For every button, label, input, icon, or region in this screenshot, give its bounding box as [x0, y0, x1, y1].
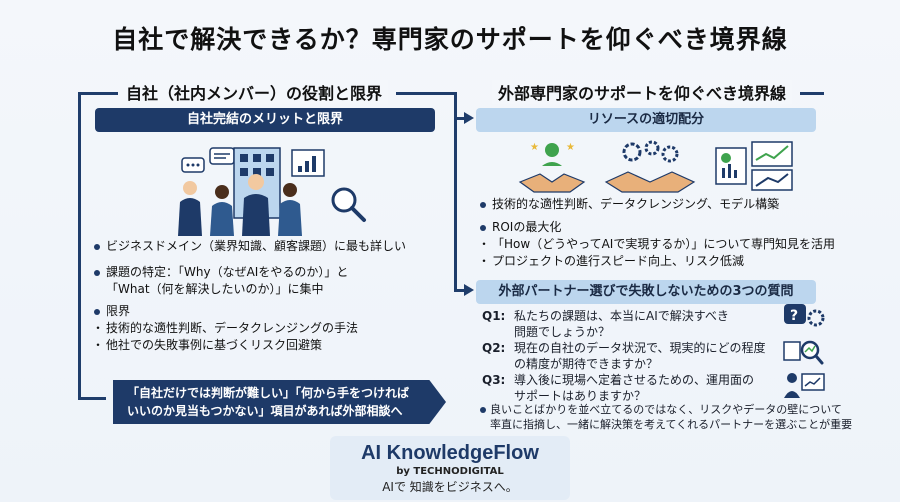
connector-left-top [78, 92, 118, 95]
chart-board-icon [291, 149, 325, 177]
callout-line1: 「自社だけでは判断が難しい」「何から手をつければ [127, 386, 410, 400]
connector-left-vertical [78, 92, 81, 400]
svg-text:★: ★ [530, 142, 539, 153]
partner-note: 良いことばかりを並べ立てるのではなく、リスクやデータの壁について 率直に指摘し、… [478, 402, 868, 432]
question-3-line2: サポートはありますか？ [514, 389, 647, 403]
speech-bubble-icon [181, 157, 205, 173]
left-callout: 「自社だけでは判断が難しい」「何から手をつければ いいのか見当もつかない」項目が… [113, 380, 446, 424]
right-bullets: 技術的な適性判断、データクレンジング、モデル構築 ROIの最大化 「How（どう… [478, 196, 858, 270]
brand-name: AI KnowledgeFlow [361, 442, 539, 464]
partner-note-line2: 率直に指摘し、一緒に解決策を考えてくれるパートナーを選ぶことが重要 [490, 418, 853, 431]
question-1-line2: 問題でしょうか？ [514, 325, 611, 339]
resource-illustrations: ★ ★ [518, 140, 793, 193]
connector-left-bottom [78, 397, 106, 400]
brand-tagline: AIで 知識をビジネスへ。 [382, 480, 518, 494]
page-title: 自社で解決できるか？専門家のサポートを仰ぐべき境界線 [112, 25, 788, 54]
arrow-right-band1 [464, 112, 474, 124]
right-band-questions: 外部パートナー選びで失敗しないための3つの質問 [476, 280, 816, 304]
question-gear-icon: ? [784, 304, 825, 327]
handshake-team-icon: ★ ★ [518, 142, 586, 193]
question-1-line1: 私たちの課題は、本当にAIで解決すべき [514, 309, 729, 323]
left-heading: 自社（社内メンバー）の役割と限界 [120, 80, 389, 104]
callout-line2: いいのか見当もつかない」項目があれば外部相談へ [127, 404, 403, 418]
business-people-icon [178, 174, 302, 236]
right-bullet-roi: ROIの最大化 [478, 219, 858, 236]
left-sub-risk: 他社での失敗事例に基づくリスク回避策 [92, 337, 452, 354]
svg-text:?: ? [790, 308, 798, 324]
left-bullet-limit: 限界 [92, 303, 452, 320]
support-monitor-icon [784, 373, 825, 398]
arrow-right-band2 [464, 284, 474, 296]
question-2: Q2: 現在の自社のデータ状況で、現実的にどの程度 の精度が期待できますか？ [482, 340, 782, 372]
question-3: Q3: 導入後に現場へ定着させるための、運用面の サポートはありますか？ [482, 372, 782, 404]
connector-right-top [800, 92, 824, 95]
question-3-label: Q3: [482, 373, 506, 387]
left-bullet-issue-cont: 「What（何を解決したいのか）」に集中 [106, 282, 324, 296]
connector-to-right-band1 [454, 117, 466, 120]
brand-by: by TECHNODIGITAL [396, 466, 504, 477]
left-bullet-issue: 課題の特定：「Why（なぜAIをやるのか）」と [92, 264, 452, 281]
brand-block: AI KnowledgeFlow by TECHNODIGITAL AIで 知識… [330, 436, 570, 500]
partner-note-line1: 良いことばかりを並べ立てるのではなく、リスクやデータの壁について [490, 403, 842, 416]
connector-left-right-top [396, 92, 454, 95]
chat-bubble-icon [209, 147, 235, 165]
question-2-line1: 現在の自社のデータ状況で、現実的にどの程度 [514, 341, 766, 355]
data-search-icon [783, 340, 824, 365]
question-3-line1: 導入後に現場へ定着させるための、運用面の [514, 373, 755, 387]
question-2-line2: の精度が期待できますか？ [514, 357, 659, 371]
right-sub-speed: プロジェクトの進行スピード向上、リスク低減 [478, 253, 858, 270]
connector-to-right-band2 [454, 289, 466, 292]
team-illustration [178, 147, 366, 236]
right-band-resources: リソースの適切配分 [476, 108, 816, 132]
left-sub-tech: 技術的な適性判断、データクレンジングの手法 [92, 320, 452, 337]
left-bullets: ビジネスドメイン（業界知識、顧客課題）に最も詳しい 課題の特定：「Why（なぜA… [92, 238, 452, 354]
left-band: 自社完結のメリットと限界 [95, 108, 435, 132]
question-2-label: Q2: [482, 341, 506, 355]
magnifier-icon [331, 187, 366, 222]
right-bullet-tech: 技術的な適性判断、データクレンジング、モデル構築 [478, 196, 858, 213]
question-1: Q1: 私たちの課題は、本当にAIで解決すべき 問題でしょうか？ [482, 308, 782, 340]
connector-middle-vertical [454, 92, 457, 292]
question-1-label: Q1: [482, 309, 506, 323]
gear-handshake-icon [604, 140, 696, 193]
left-bullet-domain: ビジネスドメイン（業界知識、顧客課題）に最も詳しい [92, 238, 452, 255]
building-icon [233, 147, 281, 219]
right-heading: 外部専門家のサポートを仰ぐべき境界線 [492, 80, 793, 104]
right-sub-how: 「How（どうやってAIで実現するか）」について専門知見を活用 [478, 236, 858, 253]
svg-text:★: ★ [566, 142, 575, 153]
analytics-charts-icon [715, 141, 793, 191]
